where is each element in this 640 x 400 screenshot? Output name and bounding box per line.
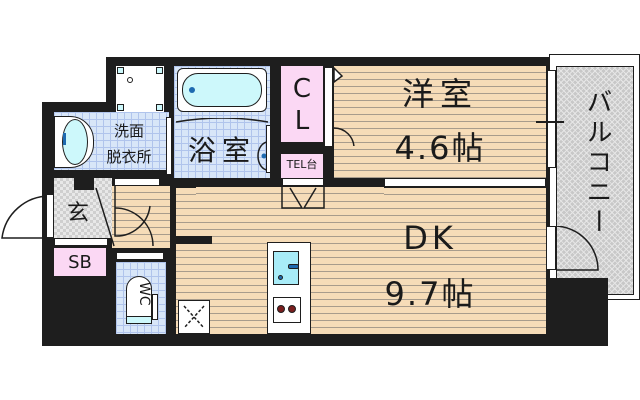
sliding-door-western-dk[interactable] bbox=[384, 178, 546, 187]
window-cross-mark bbox=[536, 121, 564, 123]
shoe-box-label: SB bbox=[68, 252, 92, 273]
hallway-floor bbox=[112, 186, 170, 248]
laundry-corner bbox=[156, 67, 163, 74]
refrigerator-x-icon bbox=[183, 305, 205, 329]
tel-door-swing-icon bbox=[281, 186, 325, 209]
toilet-label: WC bbox=[136, 282, 152, 306]
entrance-door[interactable] bbox=[46, 194, 54, 238]
dk-balcony-door[interactable] bbox=[546, 226, 556, 270]
western-room-size: 4.6帖 bbox=[394, 129, 486, 167]
balcony-window[interactable] bbox=[547, 70, 556, 168]
shoe-box bbox=[54, 248, 106, 276]
bathroom-door[interactable] bbox=[266, 125, 271, 173]
toilet-tank bbox=[126, 316, 152, 324]
washbasin-faucet-icon bbox=[63, 133, 66, 145]
laundry-corner bbox=[117, 104, 124, 111]
dk-post bbox=[176, 236, 212, 244]
closet-door[interactable] bbox=[324, 67, 333, 147]
closet-floor bbox=[281, 66, 323, 142]
toilet-door[interactable] bbox=[116, 252, 164, 260]
toilet-paper-holder bbox=[152, 294, 158, 320]
entrance-door-swing-icon[interactable] bbox=[0, 194, 56, 240]
sink-drain-icon bbox=[278, 275, 283, 280]
closet-label-c: C bbox=[292, 74, 312, 104]
bath-lower-opening bbox=[282, 178, 324, 186]
bathtub-drain-icon bbox=[189, 87, 195, 93]
dk-floor bbox=[176, 188, 546, 334]
bathtub-basin bbox=[182, 73, 262, 107]
closet-label-l: L bbox=[294, 106, 310, 136]
laundry-corner bbox=[117, 67, 124, 74]
refrigerator-space bbox=[178, 300, 210, 334]
washroom-label-2: 脱衣所 bbox=[106, 148, 152, 166]
sink-faucet-icon bbox=[288, 264, 299, 269]
entrance-label: 玄 bbox=[66, 201, 89, 226]
stove-burner-icon bbox=[277, 305, 285, 313]
closet-door-swing-icon bbox=[334, 66, 355, 146]
stove-burner-icon bbox=[288, 305, 296, 313]
tel-stand bbox=[281, 154, 323, 178]
entrance-step bbox=[54, 238, 108, 246]
balcony-label: バルコニー bbox=[582, 88, 612, 238]
entrance-corner-wall bbox=[74, 170, 94, 190]
tel-stand-label: TEL台 bbox=[286, 158, 318, 171]
balcony-door-swing-icon bbox=[556, 226, 599, 271]
balcony-floor bbox=[556, 66, 634, 295]
laundry-corner bbox=[156, 104, 163, 111]
washroom-label-1: 洗面 bbox=[113, 122, 144, 140]
dk-name: DK bbox=[403, 219, 457, 257]
washroom-door[interactable] bbox=[166, 117, 172, 175]
washbasin-bowl bbox=[62, 119, 88, 165]
dk-size: 9.7帖 bbox=[384, 275, 476, 313]
western-room-name: 洋室 bbox=[401, 75, 478, 113]
laundry-drain-icon bbox=[127, 77, 133, 83]
balcony-bottom-wall bbox=[548, 278, 608, 346]
bathroom-label: 浴室 bbox=[187, 134, 256, 167]
western-room-floor bbox=[334, 66, 546, 178]
bath-door-arc bbox=[175, 118, 269, 171]
washroom-lower-opening bbox=[114, 178, 160, 186]
dk-upper-floor bbox=[196, 187, 384, 197]
stove bbox=[273, 297, 301, 323]
